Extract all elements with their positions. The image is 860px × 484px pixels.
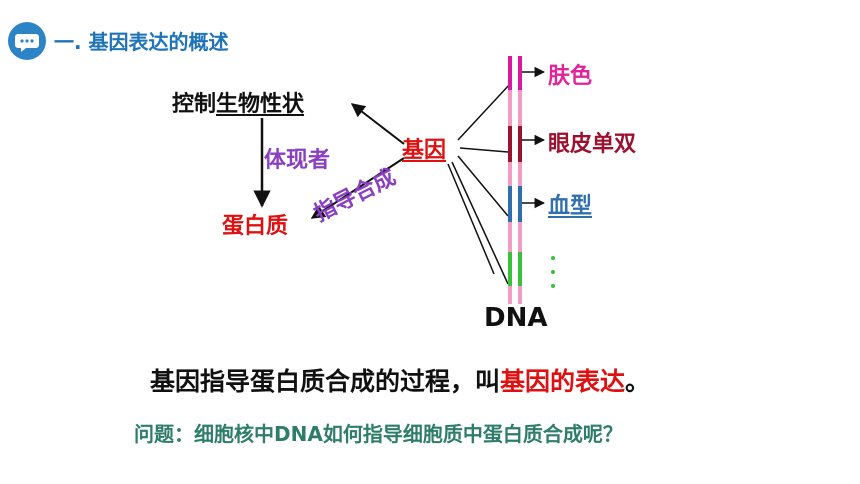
- gene-link-skin: [457, 83, 511, 141]
- gene-to-trait-arrow: [350, 103, 405, 145]
- dna-label: DNA: [484, 303, 548, 333]
- gene-link-eyelid: [459, 147, 509, 153]
- sentence-highlight: 基因的表达: [500, 367, 626, 396]
- control-prefix: 控制: [172, 92, 217, 117]
- definition-sentence: 基因指导蛋白质合成的过程，叫基因的表达。: [150, 362, 650, 398]
- gene-label: 基因: [402, 138, 447, 163]
- sentence-prefix: 基因指导蛋白质合成的过程，叫: [150, 367, 501, 396]
- sentence-suffix: 。: [625, 367, 651, 396]
- trait-blood-type: 血型: [548, 194, 593, 219]
- gene-link-dots: [451, 161, 509, 285]
- section-title: 一. 基因表达的概述: [54, 30, 229, 54]
- trait-skin-color: 肤色: [548, 64, 593, 89]
- protein-label: 蛋白质: [222, 214, 289, 239]
- trait-underlined: 生物性状: [216, 92, 305, 117]
- gene-to-protein-arrow: [310, 157, 405, 219]
- dna-strand: [508, 56, 522, 304]
- control-trait-label: 控制生物性状: [172, 86, 304, 118]
- embody-label: 体现者: [264, 148, 331, 173]
- ellipsis-dots: [551, 256, 555, 288]
- gene-link-blood: [457, 155, 509, 217]
- trait-eyelid: 眼皮单双: [548, 132, 637, 157]
- chat-bubble-icon: [8, 22, 46, 60]
- question-text: 问题：细胞核中DNA如何指导细胞质中蛋白质合成呢？: [134, 422, 623, 446]
- gene-link-dna: [447, 163, 495, 275]
